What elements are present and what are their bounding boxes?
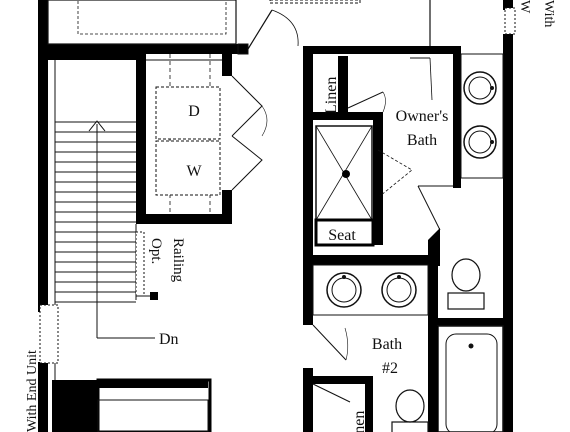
owners-bath-label-1: Owner's	[396, 108, 449, 125]
end-unit-window	[39, 304, 59, 364]
left-exterior-wall-lower	[38, 362, 48, 432]
laundry-closet	[136, 54, 268, 224]
linen-label-owners: Linen	[323, 77, 340, 114]
optional-railing	[135, 231, 145, 297]
bathtub	[437, 325, 504, 432]
dryer	[155, 86, 221, 140]
washer	[155, 140, 221, 196]
hall-door	[237, 9, 299, 55]
bath2-label-2: #2	[382, 360, 398, 377]
seat-label: Seat	[328, 227, 356, 244]
owners-vanity	[460, 53, 504, 179]
opt-railing-label-1: Opt.	[148, 238, 164, 264]
right-exterior-wall	[503, 0, 513, 10]
bath2-toilet	[391, 389, 429, 432]
right-window	[504, 7, 516, 35]
exterior-walls	[38, 0, 513, 432]
washer-label: W	[186, 163, 202, 180]
bottom-left-room	[52, 378, 212, 432]
owners-sink-1	[463, 71, 497, 105]
opt-railing-label-2: Railing	[170, 238, 186, 283]
bath2-sink-2	[381, 272, 417, 308]
top-wall-left-room	[38, 44, 238, 54]
owners-toilet	[447, 258, 485, 310]
bath2-label-1: Bath	[372, 336, 402, 353]
linen-label-bath2: Linen	[351, 411, 368, 432]
down-label: Dn	[159, 331, 179, 348]
stair-direction-arrow	[88, 120, 155, 339]
dryer-label: D	[188, 103, 200, 120]
owners-sink-2	[463, 125, 497, 159]
shower-seat	[314, 218, 375, 247]
top-left-room	[47, 0, 237, 45]
top-dashed-element	[269, 0, 361, 4]
labels: Linen Owner's Bath D W Seat Opt. Railing…	[25, 0, 556, 432]
corner-with-label: With	[541, 0, 556, 27]
corner-w-label: W	[517, 0, 532, 14]
owners-bath-label-2: Bath	[407, 132, 437, 149]
bath-2	[303, 255, 504, 432]
toilet-room	[428, 228, 503, 326]
with-end-unit-label: With End Unit	[25, 350, 40, 432]
bath2-sink-1	[326, 272, 362, 308]
left-exterior-wall	[38, 0, 48, 312]
right-exterior-wall-lower	[503, 34, 513, 432]
owners-bath	[303, 46, 504, 266]
